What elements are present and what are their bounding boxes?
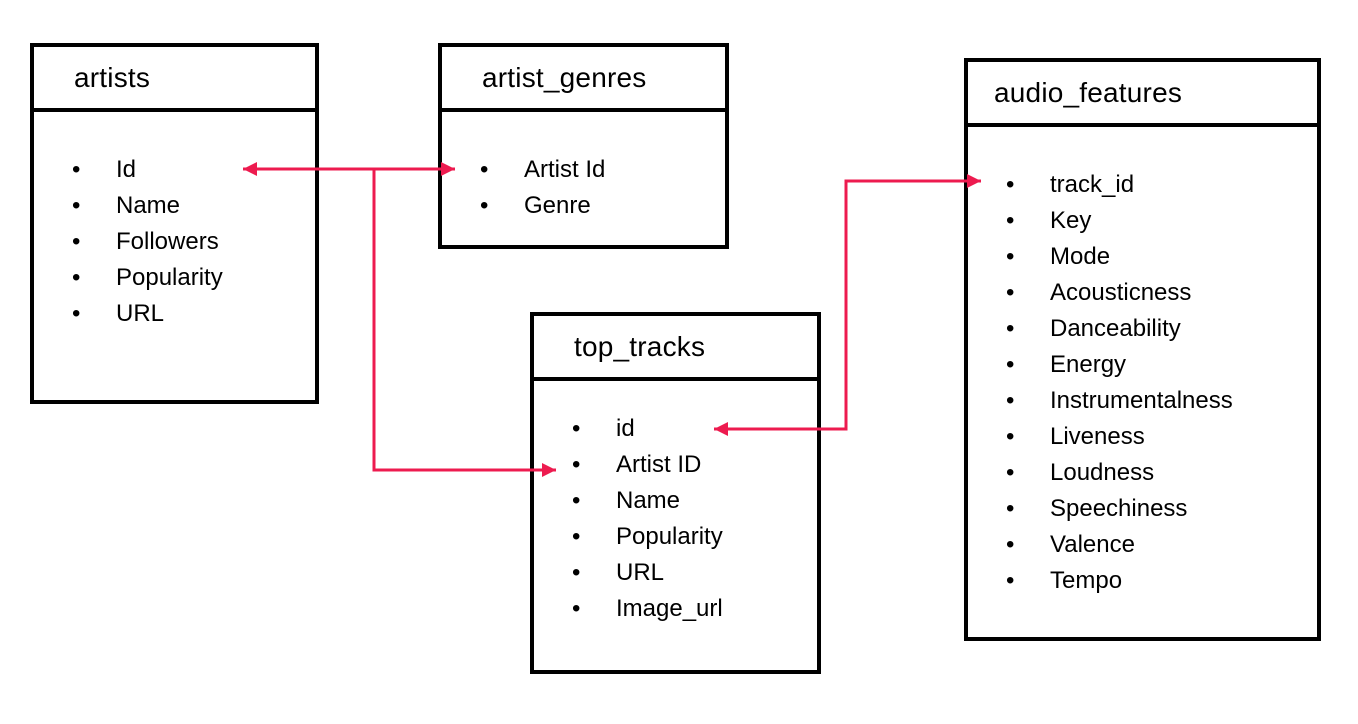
table-artist-genres-header: artist_genres [442,47,725,112]
field-item: URL [34,296,315,332]
field-item: Id [34,152,315,188]
table-artist-genres-fields: Artist IdGenre [442,152,725,224]
field-item: URL [534,555,817,591]
field-item: Artist ID [534,447,817,483]
table-top-tracks-fields: idArtist IDNamePopularityURLImage_url [534,411,817,627]
field-item: Speechiness [968,491,1317,527]
field-item: track_id [968,167,1317,203]
field-item: Danceability [968,311,1317,347]
table-artists-fields: IdNameFollowersPopularityURL [34,152,315,332]
field-item: Mode [968,239,1317,275]
table-artist-genres: artist_genres Artist IdGenre [438,43,729,249]
field-item: Energy [968,347,1317,383]
table-artists-header: artists [34,47,315,112]
table-artists-title: artists [74,61,151,93]
field-item: Valence [968,527,1317,563]
table-top-tracks-body: idArtist IDNamePopularityURLImage_url [534,381,817,627]
field-item: Tempo [968,563,1317,599]
table-artist-genres-title: artist_genres [482,61,647,93]
field-item: Followers [34,224,315,260]
table-artist-genres-body: Artist IdGenre [442,112,725,224]
table-top-tracks-header: top_tracks [534,316,817,381]
field-item: Name [34,188,315,224]
table-audio-features-header: audio_features [968,62,1317,127]
field-item: Loudness [968,455,1317,491]
field-item: Acousticness [968,275,1317,311]
field-item: Instrumentalness [968,383,1317,419]
table-artists-body: IdNameFollowersPopularityURL [34,112,315,332]
table-audio-features-fields: track_idKeyModeAcousticnessDanceabilityE… [968,167,1317,599]
field-item: Image_url [534,591,817,627]
field-item: Genre [442,188,725,224]
table-audio-features-title: audio_features [994,76,1183,108]
table-top-tracks-title: top_tracks [574,330,706,362]
field-item: Popularity [534,519,817,555]
table-artists: artists IdNameFollowersPopularityURL [30,43,319,404]
table-audio-features: audio_features track_idKeyModeAcousticne… [964,58,1321,641]
field-item: id [534,411,817,447]
field-item: Popularity [34,260,315,296]
field-item: Key [968,203,1317,239]
table-audio-features-body: track_idKeyModeAcousticnessDanceabilityE… [968,127,1317,599]
table-top-tracks: top_tracks idArtist IDNamePopularityURLI… [530,312,821,674]
field-item: Name [534,483,817,519]
field-item: Liveness [968,419,1317,455]
field-item: Artist Id [442,152,725,188]
